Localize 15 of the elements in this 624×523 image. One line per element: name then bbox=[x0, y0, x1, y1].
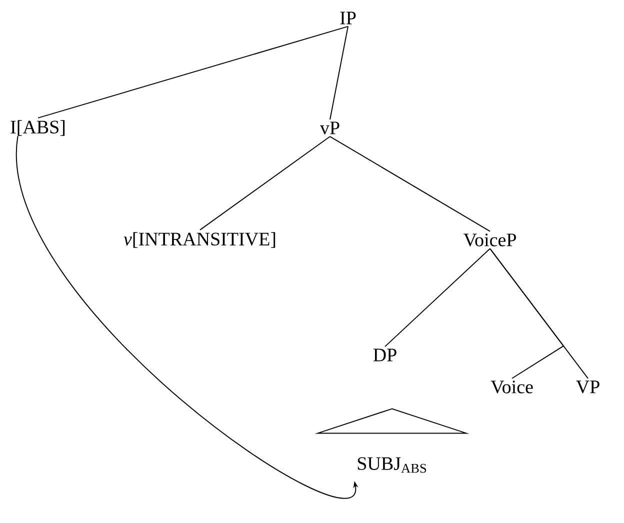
tree-label: v[INTRANSITIVE] bbox=[124, 232, 276, 248]
tree-branch bbox=[330, 26, 348, 120]
tree-label: vP bbox=[320, 122, 340, 134]
tree-label: DP bbox=[373, 348, 396, 362]
tree-branch bbox=[384, 248, 490, 348]
tree-branch bbox=[38, 26, 348, 118]
tree-label: SUBJ$_{ABS}$ bbox=[358, 457, 426, 473]
tree-label: VP bbox=[576, 380, 600, 394]
tree-branch bbox=[330, 136, 490, 232]
tree-label: Voice bbox=[490, 380, 533, 394]
tree-label: VoiceP bbox=[463, 234, 516, 246]
tree-label: IP bbox=[340, 12, 356, 24]
tree-branch bbox=[490, 248, 588, 379]
tree-branch bbox=[200, 136, 330, 230]
tree-label: I[ABS] bbox=[10, 120, 65, 136]
